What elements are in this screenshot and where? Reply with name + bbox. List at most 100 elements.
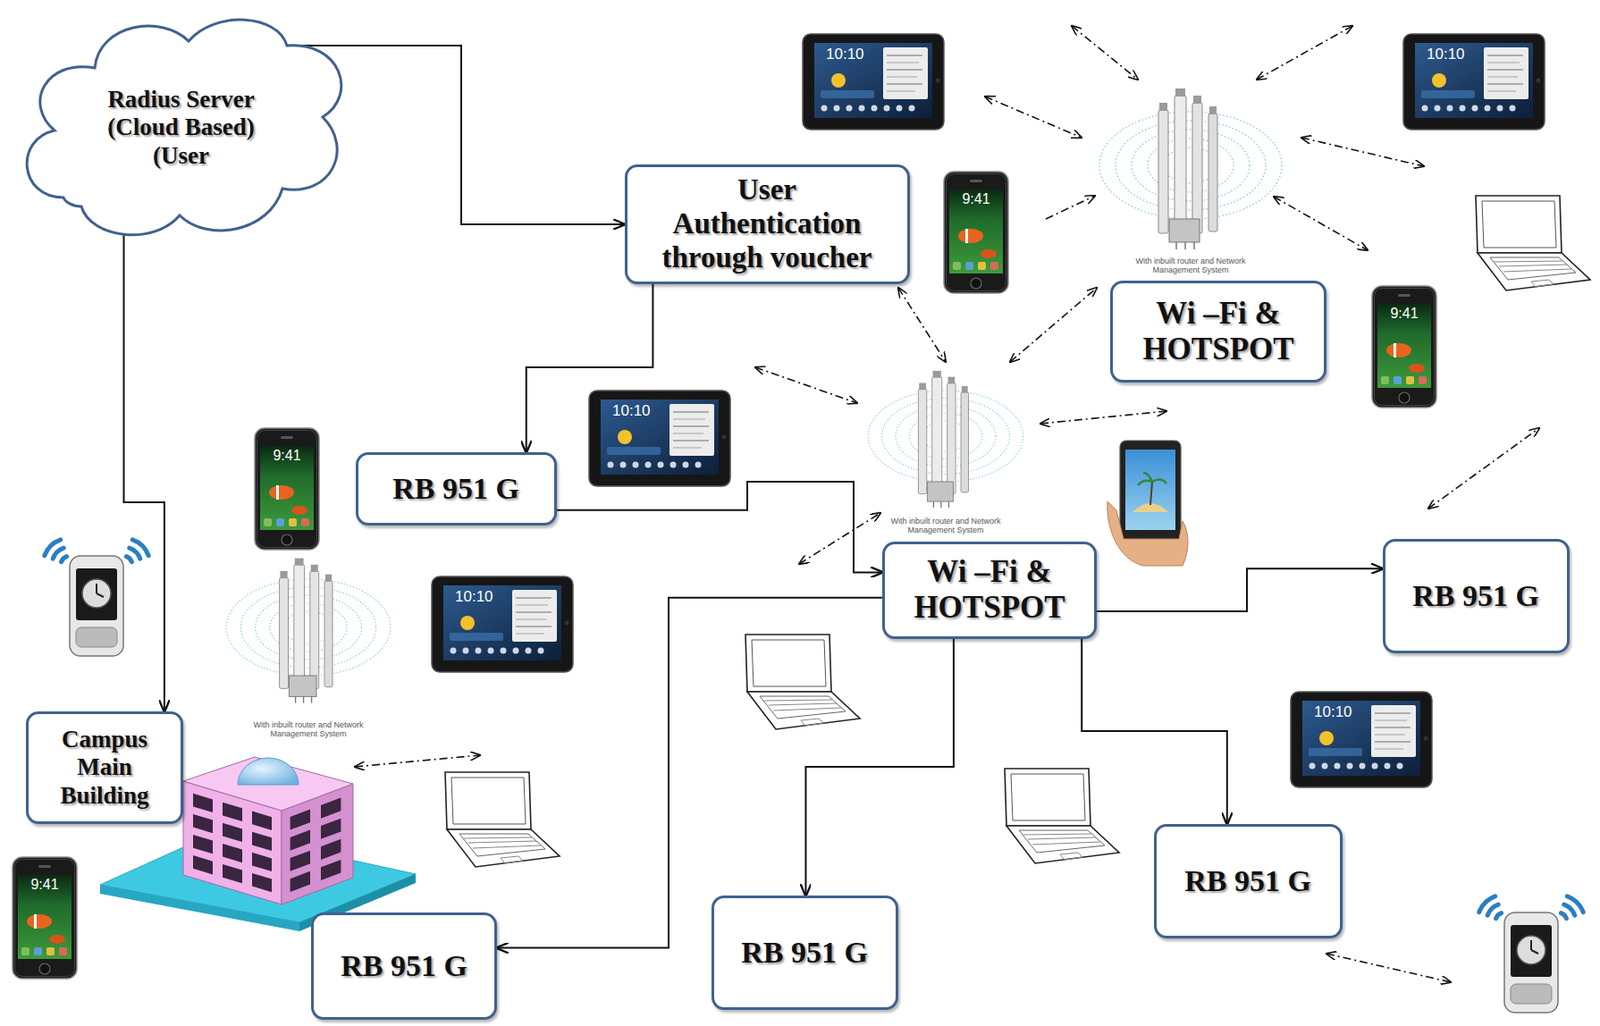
screen-time: 10:10 bbox=[454, 589, 509, 607]
tablet-icon bbox=[431, 576, 573, 673]
box-text: RB 951 G bbox=[1412, 578, 1540, 614]
wireless-link bbox=[1071, 25, 1138, 80]
connector-arrow bbox=[1096, 568, 1383, 612]
campus-building bbox=[252, 852, 272, 872]
box-text: User Authentication through voucher bbox=[650, 173, 884, 276]
label-box: RB 951 G bbox=[1153, 824, 1343, 939]
smartphone-icon bbox=[1372, 286, 1437, 408]
connector-arrow bbox=[1081, 639, 1228, 826]
wireless-link bbox=[1256, 25, 1353, 80]
handheld-tablet-icon bbox=[1120, 440, 1181, 541]
connector-arrow bbox=[526, 284, 654, 453]
wireless-link bbox=[755, 367, 858, 404]
screen-time: 9:41 bbox=[954, 191, 998, 208]
laptop-icon bbox=[1475, 195, 1591, 291]
handheld-tablet-icon bbox=[1137, 472, 1167, 486]
label-box: RB 951 G bbox=[311, 912, 497, 1020]
campus-building bbox=[290, 809, 311, 831]
wireless-link bbox=[985, 96, 1082, 138]
smartphone-icon bbox=[943, 171, 1009, 294]
label-box: Campus Main Building bbox=[25, 711, 184, 825]
wireless-link bbox=[1045, 195, 1095, 219]
screen-time: 10:10 bbox=[612, 403, 666, 421]
device-caption: With inbuilt router and Network Manageme… bbox=[889, 517, 1003, 536]
campus-building bbox=[193, 793, 272, 893]
device-caption: With inbuilt router and Network Manageme… bbox=[252, 721, 365, 740]
screen-time: 10:10 bbox=[1313, 704, 1368, 722]
campus-building bbox=[222, 802, 243, 822]
tablet-icon bbox=[802, 33, 944, 130]
label-box: User Authentication through voucher bbox=[624, 164, 910, 285]
mobile-phone-icon bbox=[1479, 896, 1584, 1013]
wireless-link bbox=[1273, 196, 1368, 251]
laptop-icon bbox=[445, 772, 560, 868]
wireless-link bbox=[898, 287, 946, 363]
campus-building bbox=[237, 757, 299, 785]
tablet-icon bbox=[1290, 691, 1432, 788]
wireless-link bbox=[1326, 953, 1451, 983]
campus-building bbox=[193, 855, 213, 875]
box-text: Wi –Fi & HOTSPOT bbox=[900, 554, 1079, 627]
wireless-link bbox=[1301, 137, 1424, 167]
screen-time: 9:41 bbox=[1382, 305, 1426, 322]
label-box: RB 951 G bbox=[355, 452, 557, 526]
campus-building bbox=[290, 871, 311, 893]
box-text: RB 951 G bbox=[1184, 863, 1312, 899]
handheld-tablet-icon bbox=[1107, 501, 1188, 566]
connector-arrow bbox=[124, 234, 165, 712]
cloud-server: Radius Server (Cloud Based) (User bbox=[9, 5, 353, 251]
laptop-icon bbox=[745, 634, 860, 730]
access-point-icon bbox=[1099, 88, 1282, 250]
connector-arrow bbox=[805, 639, 953, 897]
box-text: Campus Main Building bbox=[42, 725, 168, 809]
box-text: RB 951 G bbox=[392, 471, 520, 506]
smartphone-icon bbox=[12, 857, 77, 979]
box-text: Radius Server (Cloud Based) (User bbox=[87, 85, 276, 169]
wireless-link bbox=[1428, 428, 1540, 509]
cloud-outline bbox=[26, 19, 342, 236]
label-box: RB 951 G bbox=[1382, 538, 1570, 654]
screen-time: 9:41 bbox=[265, 447, 309, 464]
handheld-tablet-icon bbox=[1125, 449, 1176, 531]
wireless-link bbox=[354, 755, 480, 767]
smartphone-icon bbox=[254, 428, 320, 550]
campus-building bbox=[320, 798, 341, 819]
campus-building bbox=[222, 864, 243, 884]
campus-building bbox=[222, 823, 243, 843]
handheld-tablet-icon bbox=[1107, 440, 1188, 566]
connector-arrow bbox=[556, 481, 884, 573]
campus-building bbox=[290, 830, 311, 851]
handheld-tablet-icon bbox=[1150, 481, 1153, 506]
campus-building bbox=[290, 850, 311, 872]
wireless-link bbox=[1040, 411, 1167, 424]
campus-building bbox=[320, 859, 341, 881]
campus-building bbox=[290, 798, 342, 893]
wireless-link bbox=[354, 25, 1540, 983]
wireless-link bbox=[799, 513, 881, 565]
campus-building bbox=[252, 832, 272, 851]
tablet-icon bbox=[1403, 33, 1545, 130]
campus-building bbox=[193, 814, 213, 834]
access-point-icon bbox=[867, 370, 1023, 508]
campus-building bbox=[193, 834, 213, 854]
mobile-phone-icon bbox=[44, 539, 149, 657]
screen-time: 9:41 bbox=[23, 876, 67, 893]
screen-time: 10:10 bbox=[825, 46, 880, 64]
box-text: RB 951 G bbox=[741, 934, 868, 970]
access-point-icon bbox=[226, 558, 391, 704]
campus-building bbox=[320, 839, 341, 860]
box-text: RB 951 G bbox=[340, 948, 468, 984]
tablet-icon bbox=[589, 390, 731, 487]
campus-building bbox=[252, 873, 272, 893]
campus-building bbox=[100, 831, 416, 923]
campus-building bbox=[320, 818, 341, 840]
screen-time: 10:10 bbox=[1426, 46, 1481, 64]
label-box: Wi –Fi & HOTSPOT bbox=[882, 541, 1097, 640]
wireless-link bbox=[1010, 287, 1097, 363]
laptop-icon bbox=[1004, 768, 1120, 864]
box-text: Wi –Fi & HOTSPOT bbox=[1128, 295, 1308, 369]
campus-building bbox=[193, 793, 213, 813]
